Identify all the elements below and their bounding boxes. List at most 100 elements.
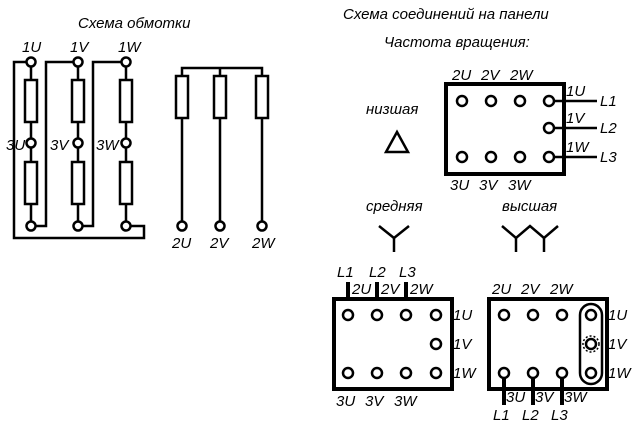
high-line-l3: L3: [551, 407, 568, 424]
high-term-3v: [526, 366, 540, 380]
low-terminals: [455, 94, 556, 164]
low-line-connections: [554, 99, 597, 159]
terminal-3v: [72, 137, 84, 149]
low-right-1v: 1V: [566, 110, 586, 127]
high-right-1v: 1V: [608, 336, 628, 353]
high-right-1w: 1W: [608, 365, 632, 382]
high-term-1v: [584, 337, 598, 351]
low-bottom-3u: 3U: [450, 177, 469, 194]
delta-symbol-icon: [383, 129, 411, 154]
resistor-star-v: [212, 74, 228, 120]
star-symbol-icon: [378, 225, 410, 252]
mid-top-2u: 2U: [351, 281, 371, 298]
winding-label-3u: 3U: [6, 137, 25, 154]
resistor-star-u: [174, 74, 190, 120]
low-term-3w: [513, 150, 527, 164]
resistor-u-lower: [23, 160, 39, 206]
winding-phase-u: [23, 56, 39, 232]
mid-right-1u: 1U: [453, 307, 472, 324]
mid-term-1v: [429, 337, 443, 351]
mid-top-2w: 2W: [409, 281, 434, 298]
mid-term-2u: [341, 308, 355, 322]
high-line-l1: L1: [493, 407, 510, 424]
low-bottom-3w: 3W: [508, 177, 532, 194]
mid-term-2w: [399, 308, 413, 322]
high-top-2w: 2W: [549, 281, 574, 298]
high-term-3u: [497, 366, 511, 380]
low-top-2v: 2V: [480, 67, 501, 84]
low-line-l2: L2: [600, 120, 617, 137]
mid-line-l3: L3: [399, 264, 416, 281]
low-line-l1: L1: [600, 93, 617, 110]
terminal-1w: [120, 56, 132, 68]
speed-mid-label: средняя: [366, 198, 423, 215]
winding-label-1u: 1U: [22, 39, 41, 56]
mid-bottom-3v: 3V: [365, 393, 385, 410]
resistor-u-upper: [23, 78, 39, 124]
resistor-w-upper: [118, 78, 134, 124]
high-term-2w: [555, 308, 569, 322]
resistor-v-upper: [70, 78, 86, 124]
mid-term-3w: [399, 366, 413, 380]
mid-line-l2: L2: [369, 264, 386, 281]
mid-term-3v: [370, 366, 384, 380]
high-term-1w: [584, 366, 598, 380]
winding-label-3w: 3W: [96, 137, 120, 154]
winding-label-1v: 1V: [70, 39, 90, 56]
winding-label-1w: 1W: [118, 39, 142, 56]
terminal-3w: [120, 137, 132, 149]
mid-term-2v: [370, 308, 384, 322]
high-term-1v-marker: [582, 335, 600, 353]
winding-phase-v: [70, 56, 86, 232]
high-right-1u: 1U: [608, 307, 627, 324]
terminal-v-end: [72, 220, 84, 232]
mid-right-1v: 1V: [453, 336, 473, 353]
mid-term-1w: [429, 366, 443, 380]
low-right-1w: 1W: [566, 139, 590, 156]
winding-label-3v: 3V: [50, 137, 70, 154]
mid-term-3u: [341, 366, 355, 380]
winding-label-2w: 2W: [251, 235, 276, 252]
high-top-2u: 2U: [491, 281, 511, 298]
low-term-3v: [484, 150, 498, 164]
low-term-2u: [455, 94, 469, 108]
winding-label-2v: 2V: [209, 235, 230, 252]
terminal-1v: [72, 56, 84, 68]
panel-title: Схема соединений на панели: [343, 6, 549, 23]
low-term-3u: [455, 150, 469, 164]
speed-high-label: высшая: [502, 198, 557, 215]
mid-right-1w: 1W: [453, 365, 477, 382]
low-term-2w: [513, 94, 527, 108]
low-bottom-3v: 3V: [479, 177, 499, 194]
double-star-symbol-icon: [501, 224, 559, 252]
low-top-2u: 2U: [451, 67, 471, 84]
low-term-1u: [542, 94, 556, 108]
winding-interconnects: [12, 60, 146, 240]
mid-term-1u: [429, 308, 443, 322]
low-line-l3: L3: [600, 149, 617, 166]
terminal-u-end: [25, 220, 37, 232]
speed-low-label: низшая: [366, 101, 418, 118]
mid-bottom-3w: 3W: [394, 393, 418, 410]
high-bottom-3v: 3V: [535, 389, 555, 406]
terminal-2v: [214, 220, 226, 232]
mid-line-l1: L1: [337, 264, 354, 281]
terminal-2u: [176, 220, 188, 232]
high-line-l2: L2: [522, 407, 539, 424]
high-bottom-3w: 3W: [564, 389, 588, 406]
high-term-2u: [497, 308, 511, 322]
mid-bottom-3u: 3U: [336, 393, 355, 410]
resistor-w-lower: [118, 160, 134, 206]
high-bottom-3u: 3U: [506, 389, 525, 406]
high-term-2v: [526, 308, 540, 322]
winding-title: Схема обмотки: [78, 15, 191, 32]
resistor-star-w: [254, 74, 270, 120]
low-term-1w: [542, 150, 556, 164]
resistor-v-lower: [70, 160, 86, 206]
high-line-connections: [502, 378, 564, 405]
high-term-1u: [584, 308, 598, 322]
terminal-3u: [25, 137, 37, 149]
panel-subtitle: Частота вращения:: [384, 34, 530, 51]
